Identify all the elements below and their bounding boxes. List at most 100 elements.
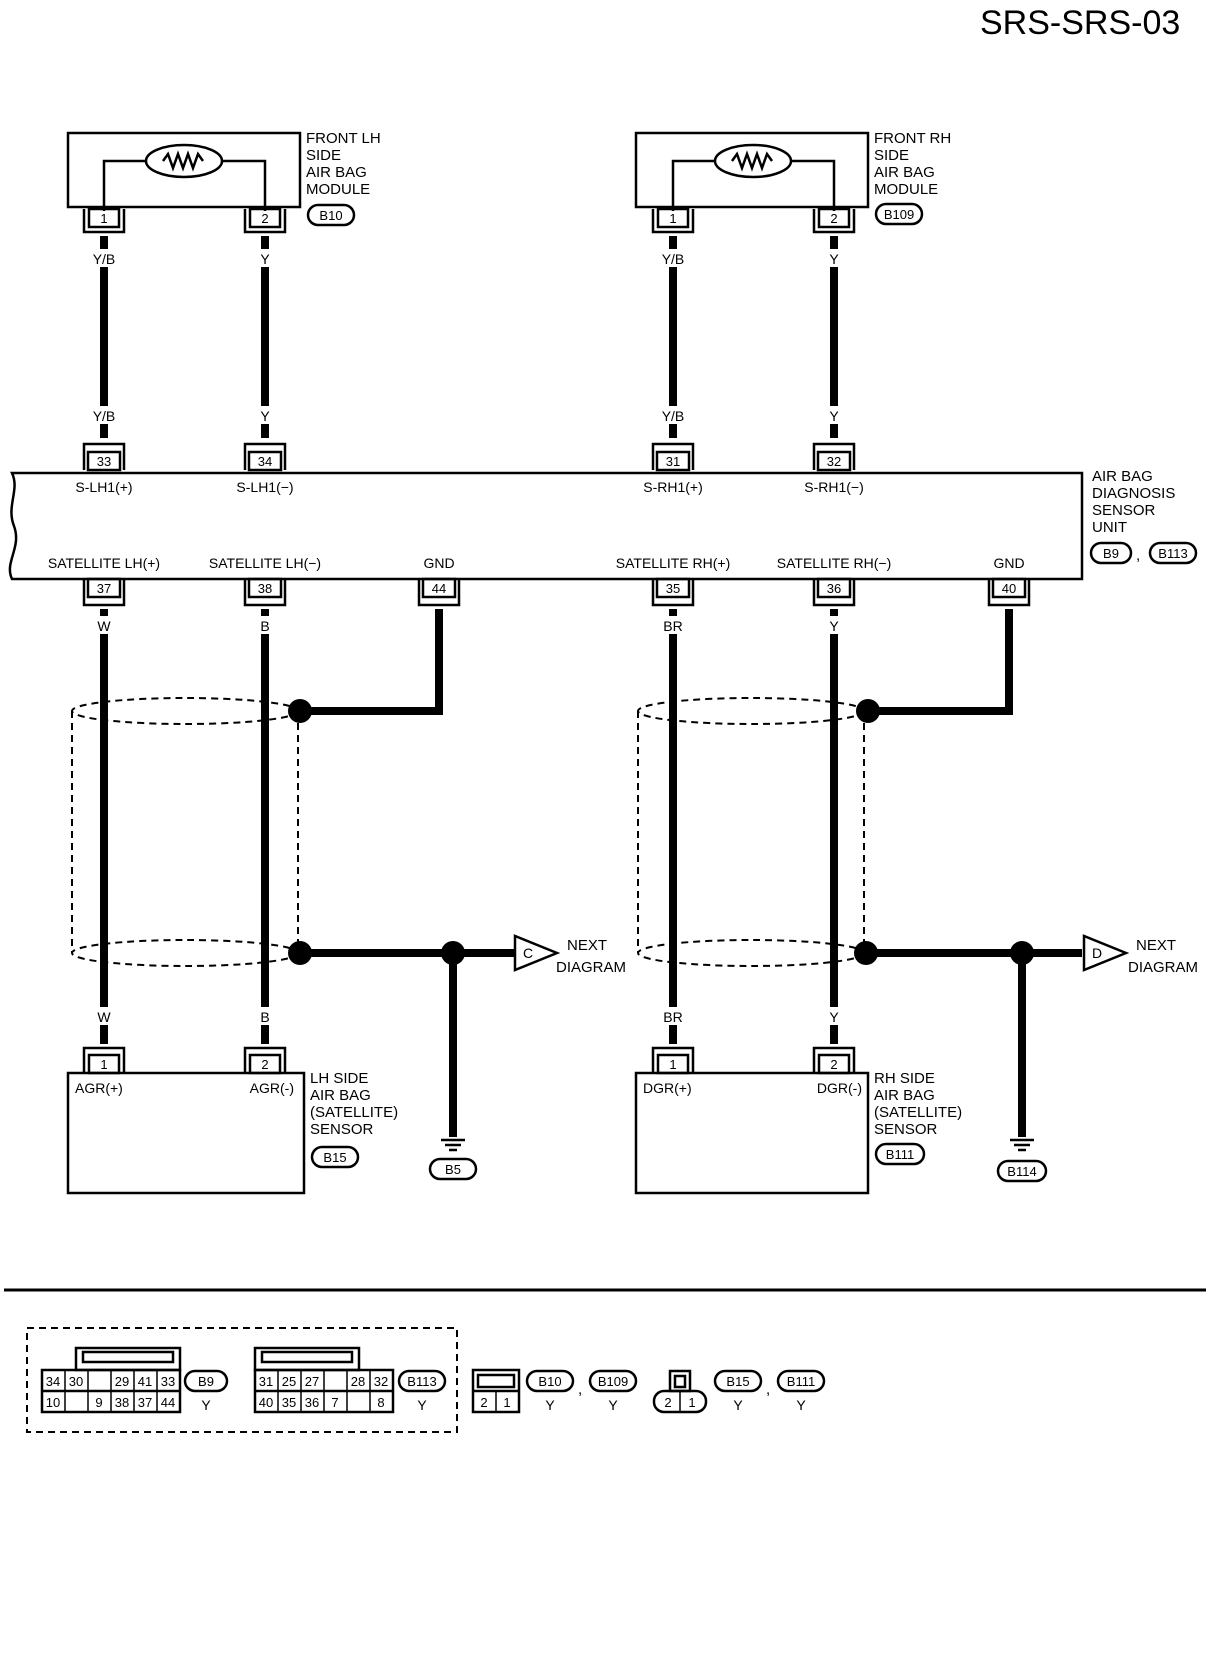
component-label: (SATELLITE) xyxy=(874,1104,962,1121)
pin-label: DGR(+) xyxy=(643,1080,692,1096)
pin-label: SATELLITE LH(+) xyxy=(48,555,160,571)
legend-pin: 31 xyxy=(259,1374,273,1389)
legend-pin: 28 xyxy=(351,1374,365,1389)
next-letter: C xyxy=(523,945,533,961)
pin-number: 1 xyxy=(100,211,107,226)
ground-b5: B5 xyxy=(428,1138,478,1181)
component-label: SIDE xyxy=(306,147,341,164)
connector-id: B9 xyxy=(1103,546,1119,561)
legend-pin: 40 xyxy=(259,1395,273,1410)
connector-id: B113 xyxy=(1158,546,1187,561)
component-label: AIR BAG xyxy=(874,1087,935,1104)
wire-color: B xyxy=(260,618,269,634)
ground-b114: B114 xyxy=(996,1138,1048,1183)
connector-id: B109 xyxy=(598,1374,628,1389)
wire-color: Y/B xyxy=(93,251,116,267)
connector-color: Y xyxy=(545,1397,555,1413)
wire-color: Y xyxy=(829,251,839,267)
legend-pin: 1 xyxy=(503,1395,510,1410)
component-label: FRONT RH xyxy=(874,130,951,147)
pin-number: 40 xyxy=(1002,581,1016,596)
component-label: SENSOR xyxy=(874,1121,938,1138)
pin-label: S-RH1(+) xyxy=(643,479,703,495)
legend-pin: 25 xyxy=(282,1374,296,1389)
connector-id: B113 xyxy=(407,1374,436,1389)
pin-number: 44 xyxy=(432,581,446,596)
pin-number: 38 xyxy=(258,581,272,596)
connector-id: B111 xyxy=(787,1374,815,1389)
wire-color: Y xyxy=(829,1009,839,1025)
component-label: AIR BAG xyxy=(310,1087,371,1104)
wire-color: W xyxy=(97,1009,111,1025)
pin-label: S-LH1(+) xyxy=(75,479,132,495)
pin-label: S-RH1(−) xyxy=(804,479,864,495)
next-label: DIAGRAM xyxy=(556,959,626,976)
pin-number: 34 xyxy=(258,454,272,469)
connector-color: Y xyxy=(608,1397,618,1413)
connector-separator: , xyxy=(1136,547,1140,564)
connector-face-b15-b111: 2 1 B15 Y , B111 Y xyxy=(652,1369,826,1414)
pin-label: SATELLITE LH(−) xyxy=(209,555,321,571)
legend-pin: 44 xyxy=(161,1395,175,1410)
pin-number: 31 xyxy=(666,454,680,469)
pin-number: 2 xyxy=(830,211,837,226)
ground-id: B114 xyxy=(1007,1164,1036,1179)
wire-color: Y xyxy=(829,408,839,424)
connector-id: B10 xyxy=(538,1374,561,1389)
connector-id: B109 xyxy=(884,207,914,222)
wire-color: Y xyxy=(829,618,839,634)
next-label: DIAGRAM xyxy=(1128,959,1198,976)
component-label: DIAGNOSIS xyxy=(1092,485,1175,502)
wire-color: Y/B xyxy=(93,408,116,424)
upper-wires: Y/B Y Y/B Y Y/B Y Y/B Y xyxy=(88,236,844,438)
component-label: SENSOR xyxy=(1092,502,1156,519)
legend-pin: 32 xyxy=(374,1374,388,1389)
front-lh-airbag-module: 1 2 FRONT LH SIDE AIR BAG MODULE B10 xyxy=(66,130,381,234)
pin-number: 36 xyxy=(827,581,841,596)
component-label: UNIT xyxy=(1092,519,1127,536)
diagnosis-sensor-unit: 33 34 31 32 S-LH1(+) S-LH1(−) S-RH1(+) S… xyxy=(8,442,1198,607)
wire-color: Y/B xyxy=(662,251,685,267)
pin-number: 2 xyxy=(261,1057,268,1072)
component-label: MODULE xyxy=(874,181,938,198)
next-label: NEXT xyxy=(1136,937,1176,954)
legend-pin: 33 xyxy=(161,1374,175,1389)
connector-color: Y xyxy=(201,1397,211,1413)
legend-pin: 37 xyxy=(138,1395,152,1410)
component-label: RH SIDE xyxy=(874,1070,935,1087)
legend-pin: 27 xyxy=(305,1374,319,1389)
lh-satellite-sensor: 1 2 AGR(+) AGR(-) LH SIDE AIR BAG (SATEL… xyxy=(66,1046,398,1195)
wire-color: Y xyxy=(260,251,270,267)
pin-number: 35 xyxy=(666,581,680,596)
pin-label: SATELLITE RH(+) xyxy=(616,555,731,571)
connector-separator: , xyxy=(578,1381,582,1398)
next-letter: D xyxy=(1092,945,1102,961)
connector-separator: , xyxy=(766,1381,770,1398)
component-label: LH SIDE xyxy=(310,1070,368,1087)
legend-pin: 2 xyxy=(664,1395,671,1410)
legend-pin: 29 xyxy=(115,1374,129,1389)
component-label: SENSOR xyxy=(310,1121,374,1138)
connector-face-b9: 34 30 29 41 33 10 9 38 37 44 B9 Y xyxy=(40,1346,229,1414)
next-diagram-c: C NEXT DIAGRAM xyxy=(513,934,626,976)
legend-pin: 2 xyxy=(480,1395,487,1410)
pin-number: 2 xyxy=(261,211,268,226)
wire-color: BR xyxy=(663,1009,682,1025)
pin-number: 37 xyxy=(97,581,111,596)
connector-id: B15 xyxy=(323,1150,346,1165)
wire-color: Y/B xyxy=(662,408,685,424)
component-label: AIR BAG xyxy=(874,164,935,181)
legend-pin: 8 xyxy=(377,1395,384,1410)
wire-color: BR xyxy=(663,618,682,634)
pin-number: 1 xyxy=(100,1057,107,1072)
connector-id: B10 xyxy=(319,208,342,223)
resistor-icon xyxy=(161,150,205,172)
pin-number: 1 xyxy=(669,1057,676,1072)
legend-pin: 41 xyxy=(138,1374,152,1389)
connector-id: B9 xyxy=(198,1374,214,1389)
pin-label: GND xyxy=(423,555,454,571)
connector-id: B111 xyxy=(886,1147,914,1162)
connector-id: B15 xyxy=(726,1374,749,1389)
page-code: SRS-SRS-03 xyxy=(980,4,1180,42)
pin-label: AGR(+) xyxy=(75,1080,123,1096)
